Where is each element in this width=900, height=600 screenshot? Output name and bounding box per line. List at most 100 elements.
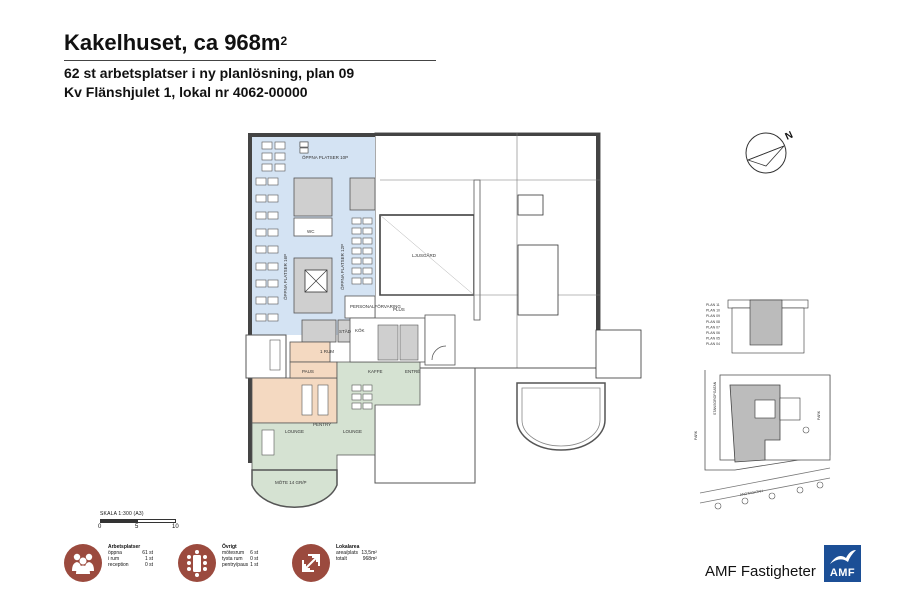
desk — [351, 237, 362, 245]
desk — [362, 384, 373, 392]
stat-label: i rum — [108, 556, 120, 562]
stat-label: totalt — [336, 556, 347, 562]
bird-icon — [830, 550, 856, 564]
label-entre: ENTRÉ — [405, 368, 420, 374]
core-block-top — [293, 177, 333, 217]
scale-tick-1: 5 — [135, 524, 139, 530]
label-plus: PLUS — [393, 307, 405, 312]
desk — [362, 217, 373, 225]
desk — [267, 177, 279, 186]
scale-tick-0: 0 — [98, 524, 102, 530]
stat-value: 1 st — [145, 556, 154, 562]
label-open-top: ÖPPNA PLATSER 10P — [302, 154, 348, 160]
desk — [267, 245, 279, 254]
desk — [267, 313, 279, 322]
desk — [351, 402, 362, 410]
label-atrium: LJUSGÅRD — [412, 252, 437, 258]
label-lounge-right: LOUNGE — [343, 429, 362, 434]
stat-value: 0 st — [145, 562, 154, 568]
amf-logo: AMF — [824, 545, 861, 582]
page-title: Kakelhuset, ca 968m2 — [64, 30, 288, 55]
stat-value: 1 st — [250, 562, 259, 568]
label-pentry: PENTRY — [313, 422, 331, 427]
meeting-bay-left — [251, 469, 338, 508]
label-kaffe: KAFFE — [368, 369, 383, 374]
desk — [255, 262, 267, 271]
desk — [255, 296, 267, 305]
desk — [255, 211, 267, 220]
desk — [255, 228, 267, 237]
desk — [362, 237, 373, 245]
desk — [269, 339, 281, 371]
stat-other-heading: Övrigt — [222, 544, 237, 550]
label-open-left: ÖPPNA PLATSER 16P — [282, 254, 288, 300]
street-left: STANSGROPGATAN — [713, 381, 717, 415]
stat-premises-heading: Lokalarea — [336, 544, 360, 550]
area-expand-icon — [292, 544, 330, 582]
desk — [351, 247, 362, 255]
stat-value: 0 st — [250, 556, 259, 562]
label-rum: 1 RUM — [320, 349, 334, 354]
stat-label: area/plats — [336, 550, 358, 556]
desk — [351, 393, 362, 401]
level-label: PLAN 10 — [706, 309, 720, 313]
level-label: PLAN 05 — [706, 337, 720, 341]
label-wc: WC — [307, 229, 315, 234]
level-label: PLAN 11 — [706, 303, 720, 307]
desk — [351, 227, 362, 235]
desk — [362, 267, 373, 275]
desk — [351, 217, 362, 225]
title-block: Kakelhuset, ca 968m2 62 st arbetsplatser… — [64, 30, 436, 101]
label-meeting: MÖTE 14 GR/P — [275, 479, 307, 485]
label-pause: PAUS — [302, 369, 314, 374]
desk — [261, 152, 273, 161]
desk — [362, 257, 373, 265]
label-kok: KÖK — [355, 327, 365, 333]
desk — [362, 277, 373, 285]
desk — [362, 227, 373, 235]
desk — [255, 279, 267, 288]
desk — [267, 262, 279, 271]
desk — [351, 277, 362, 285]
desk — [362, 247, 373, 255]
desk — [274, 152, 286, 161]
title-divider — [64, 60, 436, 61]
desk — [351, 267, 362, 275]
label-stad: STÄD — [339, 328, 352, 334]
compass-north-label: N — [784, 130, 795, 143]
desk — [299, 147, 309, 154]
desk — [261, 141, 273, 150]
scale-label: SKALA 1:300 (A3) — [100, 511, 144, 517]
stat-label: tysta rum — [222, 556, 243, 562]
label-personal: PERSONALFÖRVARING — [350, 303, 401, 309]
property-location: Kv Flänshjulet 1, lokal nr 4062-00000 — [64, 84, 308, 100]
desk — [255, 313, 267, 322]
stat-label: öppna — [108, 550, 122, 556]
desk — [261, 163, 273, 172]
stat-value: 6 st — [250, 550, 259, 556]
desk — [255, 194, 267, 203]
desk — [267, 194, 279, 203]
level-label: PLAN 06 — [706, 331, 720, 335]
stat-value: 13,5m² — [361, 550, 377, 556]
label-lounge-left: LOUNGE — [285, 429, 304, 434]
level-label: PLAN 04 — [706, 342, 720, 346]
desk — [267, 211, 279, 220]
section-view — [727, 299, 809, 354]
desk — [267, 228, 279, 237]
scale-bar: SKALA 1:300 (A3) 0 5 10 — [98, 511, 190, 531]
street-bottom: ANGTAGATAN — [739, 489, 763, 497]
bay-right — [516, 382, 606, 451]
scale-tick-2: 10 — [172, 524, 179, 530]
page-subtitle: 62 st arbetsplatser i ny planlösning, pl… — [64, 65, 355, 81]
site-plan: STANSGROPGATAN ANGTAGATAN PARK PARK — [694, 370, 831, 510]
compass-icon: N — [745, 130, 795, 174]
stat-value: 968m² — [362, 556, 377, 562]
stat-label: reception — [108, 562, 129, 568]
desk — [351, 257, 362, 265]
meeting-table-icon — [178, 544, 216, 582]
desk — [362, 402, 373, 410]
